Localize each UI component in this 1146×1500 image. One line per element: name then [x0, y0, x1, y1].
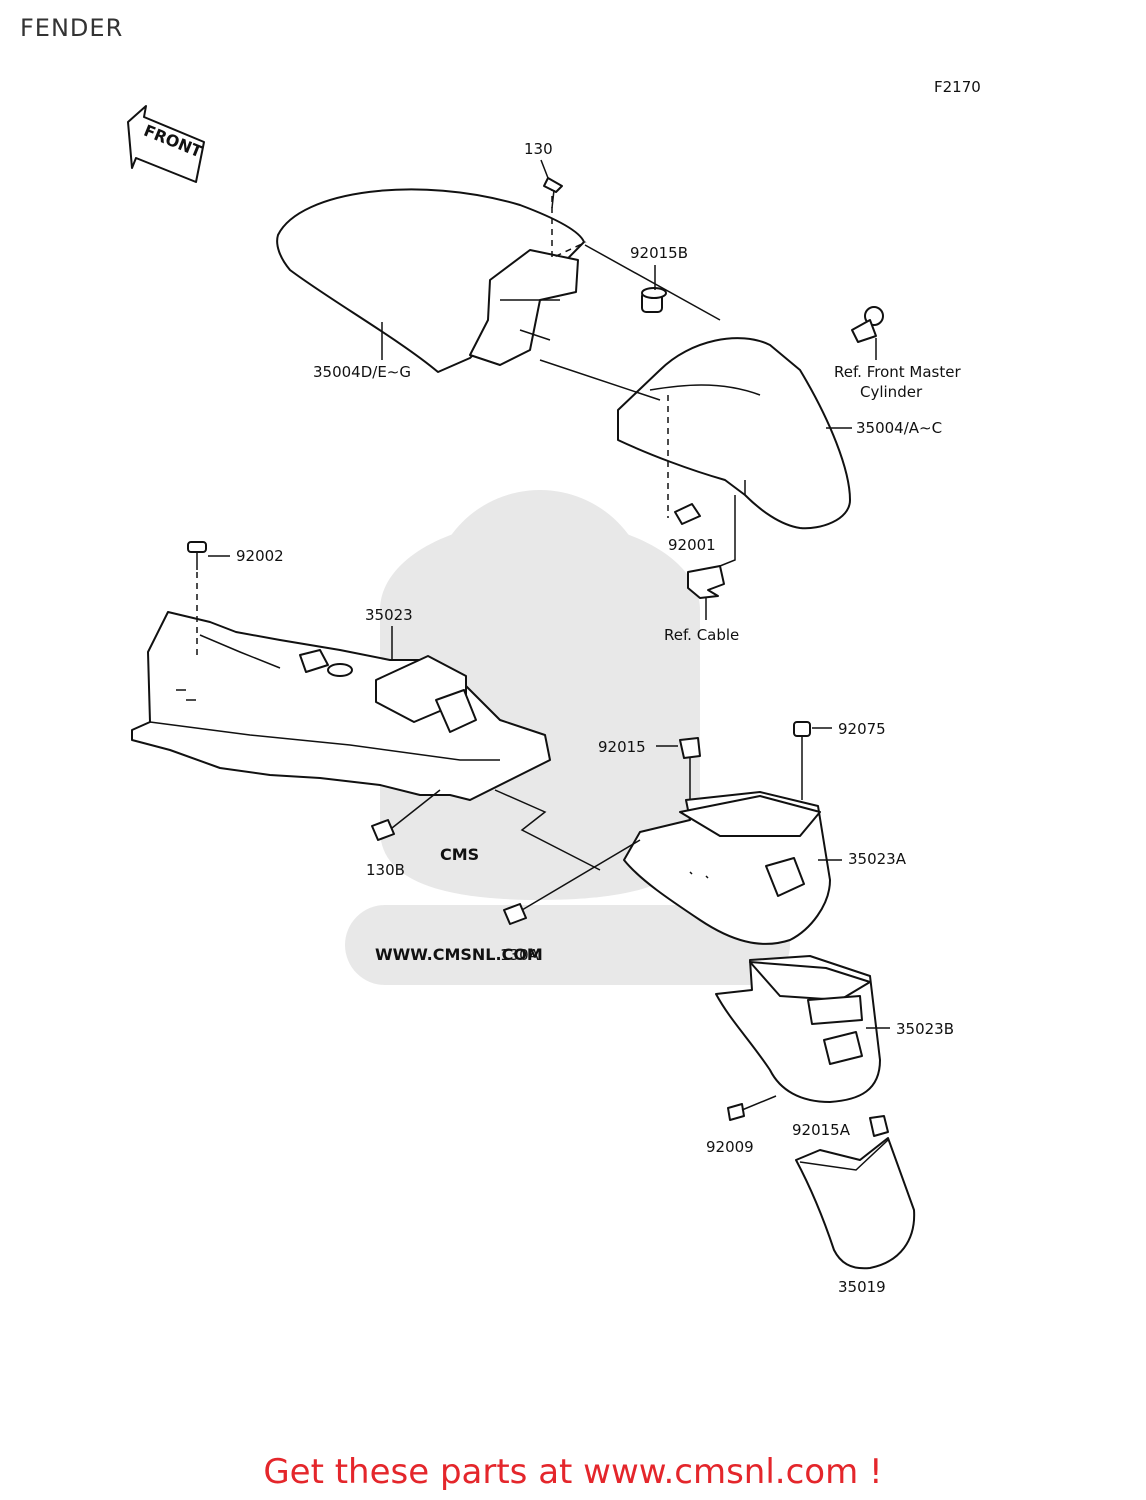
callout-35004deg: 35004D/E∼G: [313, 363, 411, 381]
callout-35023: 35023: [365, 606, 413, 624]
screw-130-icon: [543, 177, 563, 209]
bolt-130b-icon: [371, 789, 441, 841]
callout-35004ac: 35004/A∼C: [856, 419, 942, 437]
ref-front-master-line2: Cylinder: [860, 383, 923, 401]
cmsnl-watermark: CMS WWW.CMSNL.COM: [345, 490, 790, 985]
callout-92015a: 92015A: [792, 1121, 851, 1139]
callout-92009: 92009: [706, 1138, 754, 1156]
figure-code: F2170: [934, 78, 981, 96]
watermark-brand: CMS: [440, 845, 479, 864]
watermark-url: WWW.CMSNL.COM: [375, 945, 543, 964]
rear-fender-mid-part: [623, 791, 831, 945]
callout-92015b: 92015B: [630, 244, 688, 262]
rear-fender-lower-part: [715, 955, 881, 1103]
callout-130a: 130A: [500, 946, 540, 964]
rear-fender-front-part: [131, 611, 551, 801]
callout-35023b: 35023B: [896, 1020, 954, 1038]
page-title: FENDER: [20, 14, 124, 42]
callout-35019: 35019: [838, 1278, 886, 1296]
front-fender-rear-part: [276, 188, 585, 373]
grommet-92015b-icon: [641, 287, 667, 313]
master-cylinder-ref-icon: [851, 306, 884, 343]
bolt-130a-icon: [503, 839, 641, 925]
callout-35023a: 35023A: [848, 850, 907, 868]
callout-92002: 92002: [236, 547, 284, 565]
cap-92075-icon: [793, 721, 811, 800]
ref-front-master-line1: Ref. Front Master: [834, 363, 961, 381]
callout-130: 130: [524, 140, 553, 158]
callout-92001: 92001: [668, 536, 716, 554]
bolt-92001-icon: [674, 503, 701, 525]
clip-92015a-icon: [869, 1115, 889, 1137]
callout-92015: 92015: [598, 738, 646, 756]
front-arrow-icon: FRONT: [127, 105, 205, 183]
clip-92015-icon: [679, 737, 701, 800]
cable-clamp-ref-icon: [687, 565, 725, 599]
callout-130b: 130B: [366, 861, 405, 879]
ref-cable-label: Ref. Cable: [664, 626, 739, 644]
bolt-92002-icon: [187, 541, 207, 570]
callout-92075: 92075: [838, 720, 886, 738]
mudflap-35019-part: [795, 1137, 916, 1270]
front-fender-front-part: [617, 337, 851, 530]
promo-link[interactable]: Get these parts at www.cmsnl.com !: [263, 1452, 883, 1492]
screw-92009-icon: [727, 1095, 777, 1121]
